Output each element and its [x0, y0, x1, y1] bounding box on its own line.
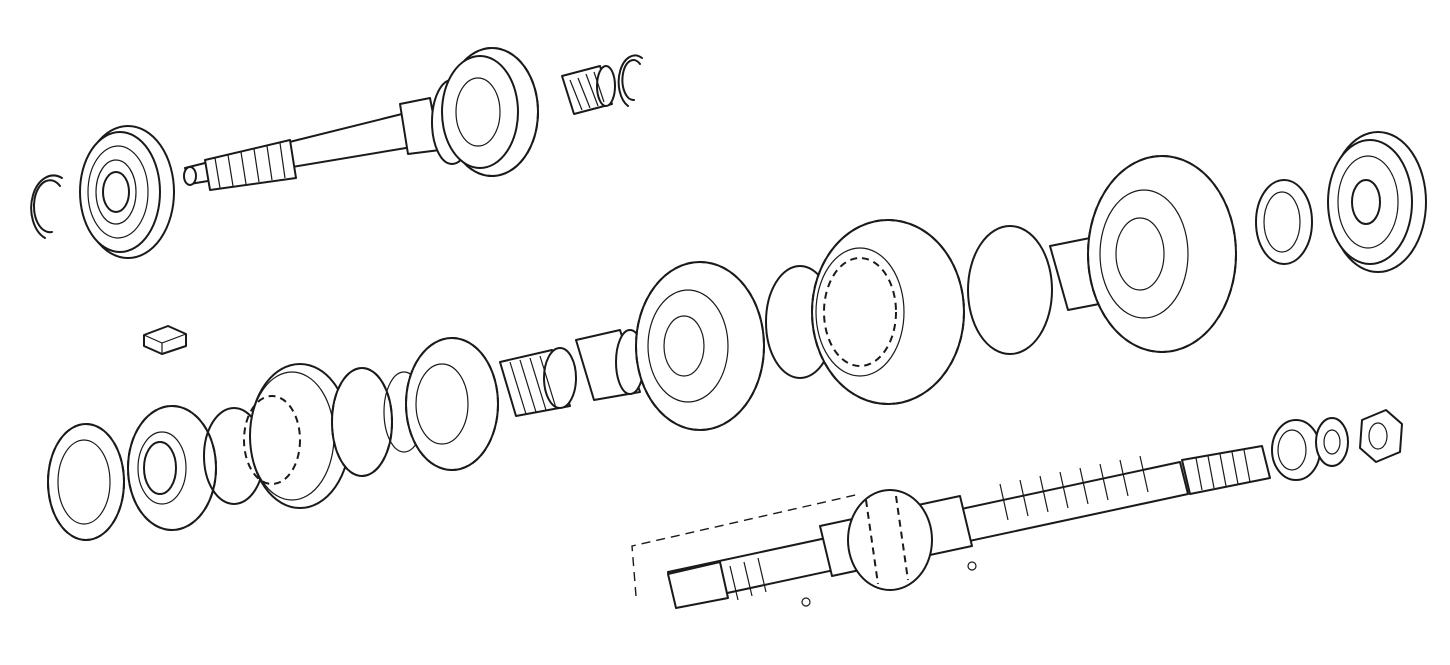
synchro-ring-front[interactable] — [47, 423, 125, 541]
third-gear[interactable] — [405, 337, 499, 471]
snap-ring-top[interactable] — [617, 54, 643, 107]
needle-bearing-small[interactable] — [561, 65, 616, 115]
input-gear[interactable] — [441, 47, 539, 177]
first-gear-synchro[interactable] — [811, 219, 965, 405]
snap-ring-left[interactable] — [30, 174, 63, 239]
reverse-gear[interactable] — [1049, 155, 1237, 353]
needle-bearing-middle[interactable] — [499, 329, 645, 417]
input-shaft[interactable] — [183, 79, 473, 191]
snap-ring-right[interactable] — [1255, 179, 1313, 265]
output-bearing[interactable] — [1271, 419, 1321, 481]
shaft-dashed-guide — [631, 493, 861, 597]
wire-ring-right[interactable] — [967, 225, 1053, 355]
shaft-nut[interactable] — [1359, 409, 1403, 463]
fifth-gear[interactable] — [127, 405, 217, 531]
second-gear[interactable] — [635, 261, 765, 431]
ball-bearing-rear — [801, 561, 977, 607]
washer[interactable] — [1315, 417, 1349, 467]
output-shaft[interactable] — [667, 445, 1271, 609]
rear-bearing[interactable] — [1327, 131, 1427, 273]
shift-key[interactable] — [143, 325, 187, 355]
input-bearing[interactable] — [79, 125, 175, 259]
